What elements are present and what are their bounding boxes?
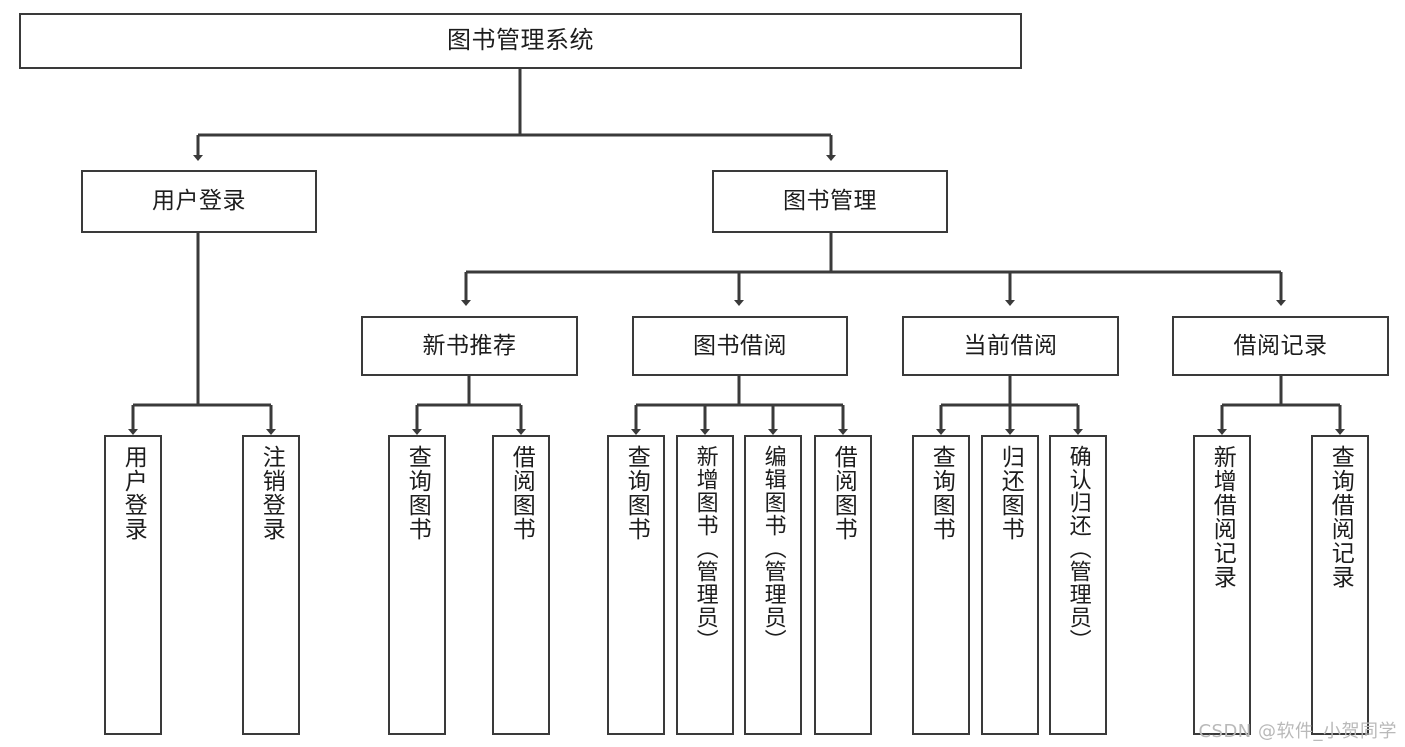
leaf-user-login-logout[interactable]: 注销登录 bbox=[242, 435, 300, 735]
node-label: 借阅记录 bbox=[1233, 332, 1328, 359]
node-label: 查询图书 bbox=[623, 445, 650, 541]
node-label: 新增图书（管理员） bbox=[692, 445, 718, 652]
watermark: CSDN @软件_小贺同学 bbox=[1198, 721, 1397, 742]
node-label: 确认归还（管理员） bbox=[1065, 445, 1091, 652]
node-label: 注销登录 bbox=[258, 445, 285, 541]
node-user-login[interactable]: 用户登录 bbox=[81, 170, 317, 233]
node-label: 图书管理系统 bbox=[447, 26, 594, 55]
node-label: 新增借阅记录 bbox=[1209, 445, 1236, 589]
leaf-borrow-query-book[interactable]: 查询图书 bbox=[607, 435, 665, 735]
node-label: 借阅图书 bbox=[830, 445, 857, 541]
leaf-borrow-add-book-admin[interactable]: 新增图书（管理员） bbox=[676, 435, 734, 735]
leaf-current-confirm-return-admin[interactable]: 确认归还（管理员） bbox=[1049, 435, 1107, 735]
leaf-current-return-book[interactable]: 归还图书 bbox=[981, 435, 1039, 735]
node-label: 归还图书 bbox=[997, 445, 1024, 541]
node-label: 图书管理 bbox=[783, 188, 877, 215]
leaf-new-book-query[interactable]: 查询图书 bbox=[388, 435, 446, 735]
node-label: 查询图书 bbox=[928, 445, 955, 541]
node-borrow-record[interactable]: 借阅记录 bbox=[1172, 316, 1389, 376]
node-label: 图书借阅 bbox=[693, 332, 787, 359]
node-label: 查询图书 bbox=[404, 445, 431, 541]
node-root-system[interactable]: 图书管理系统 bbox=[19, 13, 1022, 69]
node-label: 编辑图书（管理员） bbox=[760, 445, 786, 652]
node-label: 用户登录 bbox=[152, 188, 246, 215]
node-label: 用户登录 bbox=[120, 445, 147, 541]
leaf-borrow-borrow-book[interactable]: 借阅图书 bbox=[814, 435, 872, 735]
leaf-new-book-borrow[interactable]: 借阅图书 bbox=[492, 435, 550, 735]
leaf-borrow-edit-book-admin[interactable]: 编辑图书（管理员） bbox=[744, 435, 802, 735]
node-label: 新书推荐 bbox=[422, 332, 517, 359]
node-book-management[interactable]: 图书管理 bbox=[712, 170, 948, 233]
node-label: 查询借阅记录 bbox=[1327, 445, 1354, 589]
node-new-book-recommend[interactable]: 新书推荐 bbox=[361, 316, 578, 376]
leaf-user-login-login[interactable]: 用户登录 bbox=[104, 435, 162, 735]
node-book-borrow[interactable]: 图书借阅 bbox=[632, 316, 848, 376]
leaf-record-add-record[interactable]: 新增借阅记录 bbox=[1193, 435, 1251, 735]
leaf-record-query-record[interactable]: 查询借阅记录 bbox=[1311, 435, 1369, 735]
node-label: 当前借阅 bbox=[963, 332, 1058, 359]
leaf-current-query-book[interactable]: 查询图书 bbox=[912, 435, 970, 735]
node-current-borrow[interactable]: 当前借阅 bbox=[902, 316, 1119, 376]
node-label: 借阅图书 bbox=[508, 445, 535, 541]
